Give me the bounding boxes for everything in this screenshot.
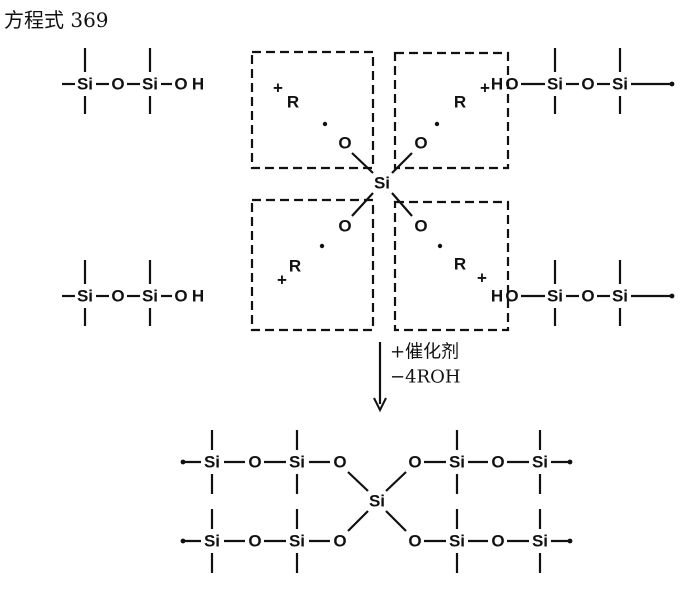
reactant-left-atom: O xyxy=(174,287,187,306)
radical-dot xyxy=(434,121,440,127)
bond-line xyxy=(385,510,407,532)
plus-sign: + xyxy=(477,269,487,288)
product-left-atom: O xyxy=(248,453,261,472)
alkoxy-oxygen: O xyxy=(414,217,427,236)
alkoxy-oxygen: O xyxy=(338,217,351,236)
plus-sign: + xyxy=(277,271,287,290)
reactant-right-atom: Si xyxy=(547,75,563,94)
product-left-atom: Si xyxy=(204,453,220,472)
alkoxy-oxygen: O xyxy=(414,134,427,153)
alkyl-group-R: R xyxy=(287,93,299,112)
radical-dot xyxy=(322,121,328,127)
alkoxy-oxygen: O xyxy=(338,134,351,153)
bond-line xyxy=(351,152,374,174)
plus-sign: + xyxy=(480,79,490,98)
product-left-atom: O xyxy=(333,453,346,472)
chain-end xyxy=(180,538,186,544)
product-center-silicon: Si xyxy=(369,492,385,511)
plus-sign: + xyxy=(273,79,283,98)
product-right-atom: O xyxy=(408,532,421,551)
alkyl-group-R: R xyxy=(454,93,466,112)
byproduct-condition: −4ROH xyxy=(390,367,461,388)
reactant-left-atom: Si xyxy=(77,75,93,94)
reactant-right-atom: O xyxy=(581,287,594,306)
product-left-atom: Si xyxy=(289,453,305,472)
bond-line xyxy=(351,192,374,217)
product-right-atom: O xyxy=(491,453,504,472)
elimination-box xyxy=(250,198,375,332)
elimination-box xyxy=(393,200,510,332)
arrow-head-icon xyxy=(373,397,387,413)
product-left-atom: Si xyxy=(204,532,220,551)
reactant-left-atom: O xyxy=(111,75,124,94)
product-right-atom: Si xyxy=(449,532,465,551)
chain-end xyxy=(669,81,675,87)
alkyl-group-R: R xyxy=(289,257,301,276)
reactant-right-atom: H xyxy=(491,287,503,306)
product-right-atom: Si xyxy=(532,532,548,551)
reactant-left-atom: Si xyxy=(142,75,158,94)
radical-dot xyxy=(437,243,443,249)
equation-title: 方程式 369 xyxy=(4,8,109,32)
elimination-box xyxy=(250,50,375,170)
radical-dot xyxy=(319,243,325,249)
bond-line xyxy=(347,510,369,532)
reactant-right-atom: O xyxy=(581,75,594,94)
product-left-atom: O xyxy=(248,532,261,551)
product-right-atom: Si xyxy=(449,453,465,472)
product-left-atom: Si xyxy=(289,532,305,551)
reactant-left-atom: H xyxy=(192,287,204,306)
product-right-atom: Si xyxy=(532,453,548,472)
chain-end xyxy=(180,459,186,465)
center-silicon: Si xyxy=(374,174,390,193)
chain-end xyxy=(567,459,573,465)
reactant-left-atom: Si xyxy=(142,287,158,306)
elimination-box xyxy=(393,51,510,170)
reactant-left-atom: Si xyxy=(77,287,93,306)
product-right-atom: O xyxy=(491,532,504,551)
reactant-right-atom: Si xyxy=(612,287,628,306)
product-right-atom: O xyxy=(408,453,421,472)
reactant-left-atom: H xyxy=(192,75,204,94)
bond-line xyxy=(391,192,413,217)
chain-end xyxy=(669,293,675,299)
product-left-atom: O xyxy=(333,532,346,551)
catalyst-condition: +催化剂 xyxy=(390,342,459,363)
reactant-left-atom: O xyxy=(174,75,187,94)
alkyl-group-R: R xyxy=(454,255,466,274)
reactant-left-atom: O xyxy=(111,287,124,306)
reactant-right-atom: H xyxy=(491,75,503,94)
bond-line xyxy=(385,471,407,492)
reactant-right-atom: Si xyxy=(547,287,563,306)
chain-end xyxy=(567,538,573,544)
bond-line xyxy=(347,471,369,492)
reactant-right-atom: Si xyxy=(612,75,628,94)
bond-line xyxy=(391,152,413,174)
